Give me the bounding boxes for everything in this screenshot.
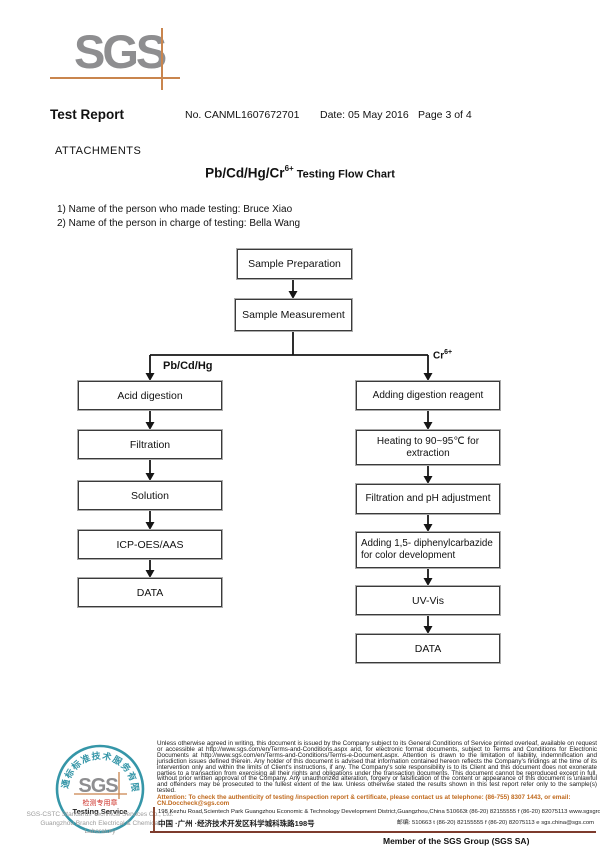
report-number: No. CANML1607672701 (185, 109, 300, 121)
arrowheads (145, 291, 433, 634)
flow-box-data-right: DATA (356, 634, 500, 663)
branch-label-cr6: Cr6+ (433, 349, 452, 361)
logo-vertical-line (161, 28, 163, 90)
flow-chart-title-superscript: 6+ (284, 164, 294, 173)
report-date: Date: 05 May 2016 (320, 109, 409, 121)
testing-service-stamp: 通标标准技术服务有限公司 SGS 检测专用章 Testing Service (54, 743, 145, 834)
address-chinese: 中国 ·广州 ·经济技术开发区科学城科珠路198号 (158, 819, 315, 828)
address-english-contact: t (86-20) 82155555 f (86-20) 82075113 ww… (466, 809, 600, 815)
stamp-service-text: Testing Service (73, 807, 128, 816)
flow-box-data-left: DATA (78, 578, 222, 607)
tester-notes: 1) Name of the person who made testing: … (57, 203, 300, 231)
footer-company-line2: Guangzhou Branch Electrical & Chemical L… (40, 819, 160, 836)
flow-box-adding-digestion-reagent: Adding digestion reagent (356, 381, 500, 410)
flow-box-filtration-ph-adjustment: Filtration and pH adjustment (356, 484, 500, 514)
flow-chart-title: Pb/Cd/Hg/Cr6+ Testing Flow Chart (0, 164, 600, 182)
note-tester: 1) Name of the person who made testing: … (57, 204, 293, 215)
footer-company-line1: SGS-CSTC Standards Technical Services Co… (26, 811, 174, 818)
branch-label-cr: Cr (433, 350, 445, 362)
flow-box-filtration: Filtration (78, 430, 222, 459)
flow-chart-title-main: Pb/Cd/Hg/Cr (205, 165, 285, 181)
attention-notice: Attention: To check the authenticity of … (157, 794, 571, 808)
branch-label-cr-superscript: 6+ (444, 349, 453, 356)
branch-label-pb-cd-hg: Pb/Cd/Hg (163, 360, 213, 372)
footer-horizontal-rule (150, 831, 596, 833)
legal-disclaimer: Unless otherwise agreed in writing, this… (157, 740, 597, 795)
sgs-group-member-text: Member of the SGS Group (SGS SA) (383, 836, 530, 846)
stamp-seal-text: 检测专用章 (83, 798, 118, 807)
flow-box-sample-measurement: Sample Measurement (235, 299, 352, 331)
flow-box-sample-preparation: Sample Preparation (237, 249, 352, 279)
address-english: 198 Kezhu Road,Scientech Park Guangzhou … (158, 809, 467, 815)
note-supervisor: 2) Name of the person in charge of testi… (57, 218, 301, 229)
footer-legal-block: Unless otherwise agreed in writing, this… (157, 740, 597, 808)
footer-company-name: SGS-CSTC Standards Technical Services Co… (25, 811, 175, 837)
attachments-heading: ATTACHMENTS (55, 145, 142, 157)
flow-box-diphenylcarbazide: Adding 1,5- diphenylcarbazide for color … (356, 532, 500, 568)
report-title: Test Report (50, 107, 125, 122)
flow-box-uv-vis: UV-Vis (356, 586, 500, 615)
flow-chart-title-rest: Testing Flow Chart (293, 168, 395, 181)
address-chinese-contact: 邮编: 510663 t (86-20) 82155555 f (86-20) … (396, 820, 594, 826)
flow-box-heating-extraction: Heating to 90~95℃ for extraction (356, 430, 500, 465)
stamp-sgs-logo: SGS (78, 775, 118, 797)
sgs-logo: SGS (74, 25, 167, 78)
footer-address-block: 198 Kezhu Road,Scientech Park Guangzhou … (158, 807, 600, 829)
flow-box-icp-oes-aas: ICP-OES/AAS (78, 530, 222, 559)
logo-horizontal-line (50, 77, 180, 79)
footer-vertical-rule (153, 807, 155, 831)
flow-box-solution: Solution (78, 481, 222, 510)
page-indicator: Page 3 of 4 (418, 109, 472, 121)
flow-box-acid-digestion: Acid digestion (78, 381, 222, 410)
